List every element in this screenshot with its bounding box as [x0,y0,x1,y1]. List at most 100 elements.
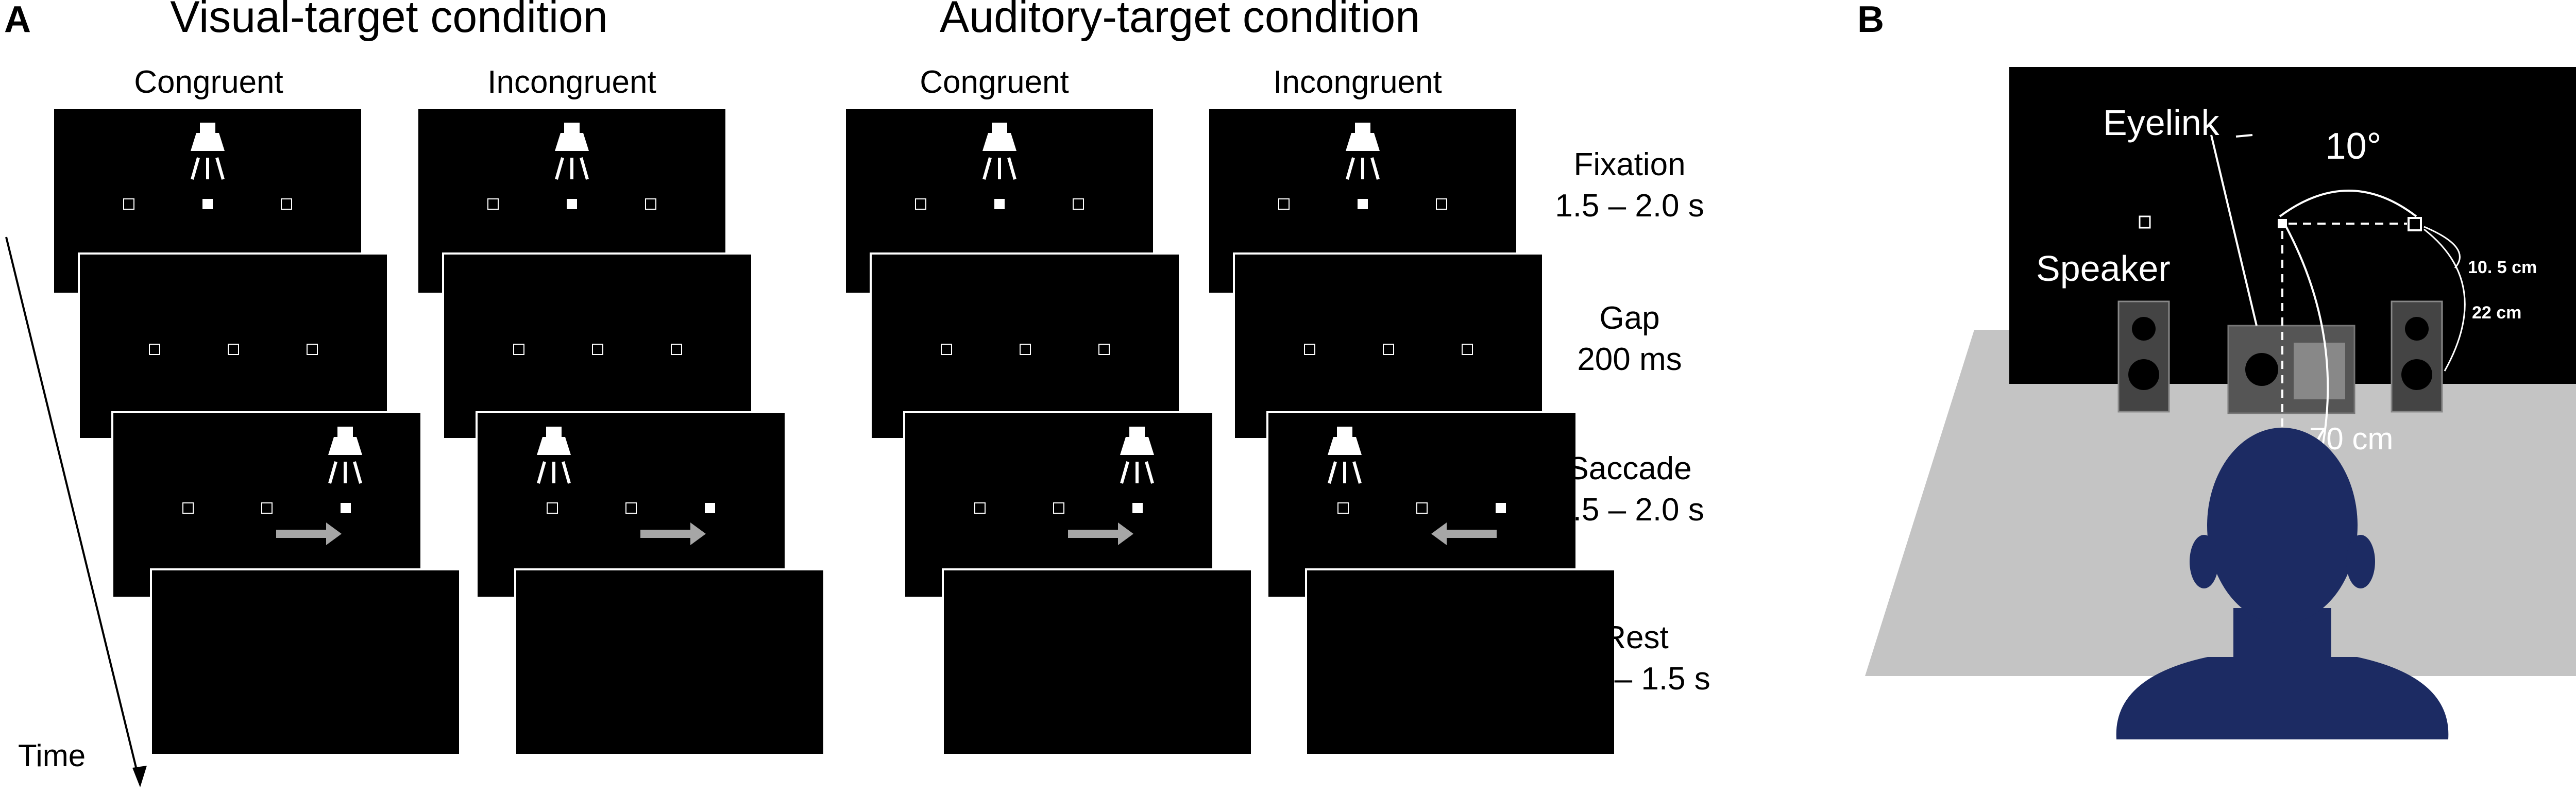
auditory-congruent-label: Congruent [920,64,1069,100]
visual-congruent-fixation-placeholder-0 [123,198,134,210]
auditory-congruent-saccade-arrow-head [1118,522,1133,545]
visual-incongruent-fixation-placeholder-2 [645,198,656,210]
auditory-incongruent-saccade-screen-group [1266,411,1578,599]
eyelink-tracker [2227,325,2355,414]
auditory-condition-title: Auditory-target condition [940,0,1420,42]
right-target-marker [2408,217,2422,231]
visual-congruent-saccade-lamp-ray-0 [328,461,337,484]
visual-congruent-fixation-lamp-ray-0 [191,157,200,180]
auditory-incongruent-fixation-lamp-ray-0 [1346,157,1355,180]
visual-congruent-saccade-lamp-shade [328,437,362,455]
time-arrow-head [132,766,147,787]
visual-congruent-saccade-lamp-cap [337,427,353,438]
auditory-incongruent-label: Incongruent [1273,64,1442,100]
visual-congruent-gap-screen [78,252,389,440]
visual-incongruent-saccade-screen-group [476,411,787,599]
auditory-incongruent-saccade-screen [1266,411,1578,599]
speaker-label: Speaker [2036,248,2171,289]
eyelink-camera [2245,353,2278,386]
auditory-congruent-gap-screen [870,252,1181,440]
visual-congruent-saccade-arrow-head [326,522,342,545]
auditory-incongruent-fixation-fixation-point [1358,199,1368,209]
auditory-congruent-saccade-lamp-ray-0 [1120,461,1129,484]
auditory-congruent-saccade-lamp-shade [1120,437,1154,455]
participant-head [2116,428,2449,739]
visual-incongruent-rest-screen [514,568,825,756]
right-speaker-tweeter [2405,317,2429,341]
participant-shoulders [2116,657,2449,739]
far-distance-arc [2424,228,2466,372]
visual-congruent-fixation-lamp-ray-2 [215,157,225,180]
panel-a-letter: A [4,0,31,40]
auditory-incongruent-saccade-placeholder-0 [1337,502,1349,514]
visual-congruent-fixation-lamp-shade [191,133,225,151]
visual-congruent-gap-placeholder-1 [228,344,239,355]
eyelink-lens [2294,343,2345,399]
phase-fixation-duration: 1.5 – 2.0 s [1555,188,1704,224]
auditory-congruent-saccade-placeholder-0 [974,502,986,514]
left-speaker-woofer [2128,359,2159,390]
panel-a-trial-sequence: A Visual-target condition Auditory-targe… [4,0,1710,787]
auditory-incongruent-fixation-placeholder-2 [1436,198,1447,210]
visual-incongruent-label: Incongruent [487,64,656,100]
auditory-congruent-saccade-lamp-ray-2 [1145,461,1154,484]
time-axis: Time [5,237,147,787]
angle-label: 10° [2326,126,2382,167]
left-speaker [2117,300,2170,413]
right-speaker-woofer [2401,359,2432,390]
auditory-congruent-gap-placeholder-1 [1020,344,1031,355]
visual-incongruent-saccade-lamp-ray-2 [562,461,571,484]
auditory-congruent-fixation-lamp-cap [992,123,1007,134]
visual-congruent-gap-screen-group [78,252,389,440]
auditory-congruent-rest-screen [942,568,1253,756]
panel-b-letter: B [1857,0,1884,40]
auditory-congruent-rest-screen-group [942,568,1253,756]
auditory-incongruent-saccade-target-point [1496,503,1506,513]
auditory-incongruent-rest-screen [1305,568,1616,756]
visual-incongruent-saccade-lamp-shade [537,437,571,455]
far-distance-label: 22 cm [2472,303,2521,323]
visual-incongruent-saccade-target-point [705,503,715,513]
visual-incongruent-fixation-lamp-ray-0 [555,157,564,180]
visual-incongruent-gap-placeholder-2 [671,344,682,355]
auditory-congruent-fixation-placeholder-0 [915,198,926,210]
visual-congruent-saccade-placeholder-0 [182,502,194,514]
eyelink-pointer-line [2210,134,2258,326]
time-label: Time [18,738,86,773]
visual-incongruent-fixation-lamp-shade [555,133,589,151]
auditory-incongruent-saccade-lamp-ray-0 [1328,461,1337,484]
auditory-congruent-fixation-lamp-shade [982,133,1016,151]
near-distance-arc [2424,226,2461,268]
auditory-incongruent-saccade-arrow-head [1431,522,1447,545]
auditory-congruent-saccade-screen-group [903,411,1214,599]
visual-congruent-saccade-lamp-ray-2 [353,461,362,484]
auditory-congruent-gap-screen-group [870,252,1181,440]
visual-incongruent-gap-placeholder-1 [592,344,603,355]
visual-congruent-rest-screen [150,568,461,756]
eyelink-label: Eyelink [2103,103,2220,143]
auditory-incongruent-fixation-lamp-shade [1346,133,1380,151]
auditory-incongruent-fixation-lamp-ray-2 [1370,157,1380,180]
visual-congruent-saccade-target-point [341,503,351,513]
visual-congruent-saccade-arrow-shaft [276,530,326,538]
phase-gap-duration: 200 ms [1577,342,1682,377]
auditory-incongruent-saccade-lamp-shade [1328,437,1362,455]
auditory-congruent-saccade-arrow-shaft [1068,530,1118,538]
visual-condition-title: Visual-target condition [170,0,607,42]
visual-incongruent-saccade-screen [476,411,787,599]
left-speaker-tweeter [2132,317,2156,341]
auditory-incongruent-fixation-placeholder-0 [1278,198,1290,210]
panel-b-setup: B 10° Eyelink Speaker 1 [1857,0,2576,739]
near-distance-label: 10. 5 cm [2468,258,2537,277]
auditory-incongruent-gap-placeholder-0 [1304,344,1315,355]
visual-congruent-saccade-screen [111,411,422,599]
visual-congruent-rest-screen-group [150,568,461,756]
phase-saccade-duration: 1.5 – 2.0 s [1555,492,1704,528]
visual-congruent-fixation-lamp-cap [200,123,215,134]
right-speaker [2391,300,2443,413]
auditory-incongruent-saccade-arrow-shaft [1447,530,1497,538]
participant-face [2207,428,2358,623]
visual-incongruent-fixation-lamp-cap [564,123,580,134]
visual-incongruent-gap-placeholder-0 [513,344,524,355]
angle-arc [2279,190,2417,217]
